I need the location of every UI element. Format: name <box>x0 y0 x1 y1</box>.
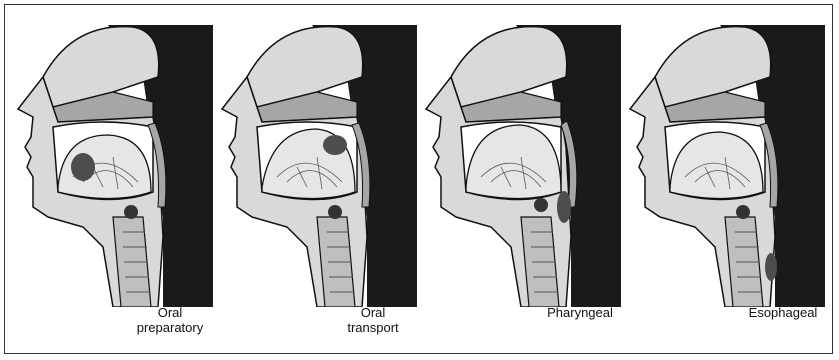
stage-label-line2: transport <box>323 320 423 335</box>
stage-label-pharyngeal: Pharyngeal <box>530 305 630 320</box>
stage-label-line1: Esophageal <box>733 305 833 320</box>
head-sagittal-section-illustration <box>13 17 213 307</box>
panel-oral-preparatory <box>13 17 213 307</box>
stage-label-oral-preparatory: Oral preparatory <box>120 305 220 335</box>
stage-label-line1: Oral <box>120 305 220 320</box>
stage-label-line2: preparatory <box>120 320 220 335</box>
stage-label-oral-transport: Oral transport <box>323 305 423 335</box>
head-sagittal-section-illustration <box>421 17 621 307</box>
panel-esophageal <box>625 17 825 307</box>
stage-label-esophageal: Esophageal <box>733 305 833 320</box>
figure-frame: Oral preparatory Oral transport Pharynge… <box>4 4 833 354</box>
stage-label-line1: Oral <box>323 305 423 320</box>
panel-pharyngeal <box>421 17 621 307</box>
panel-oral-transport <box>217 17 417 307</box>
head-sagittal-section-illustration <box>217 17 417 307</box>
head-sagittal-section-illustration <box>625 17 825 307</box>
stage-label-line1: Pharyngeal <box>530 305 630 320</box>
